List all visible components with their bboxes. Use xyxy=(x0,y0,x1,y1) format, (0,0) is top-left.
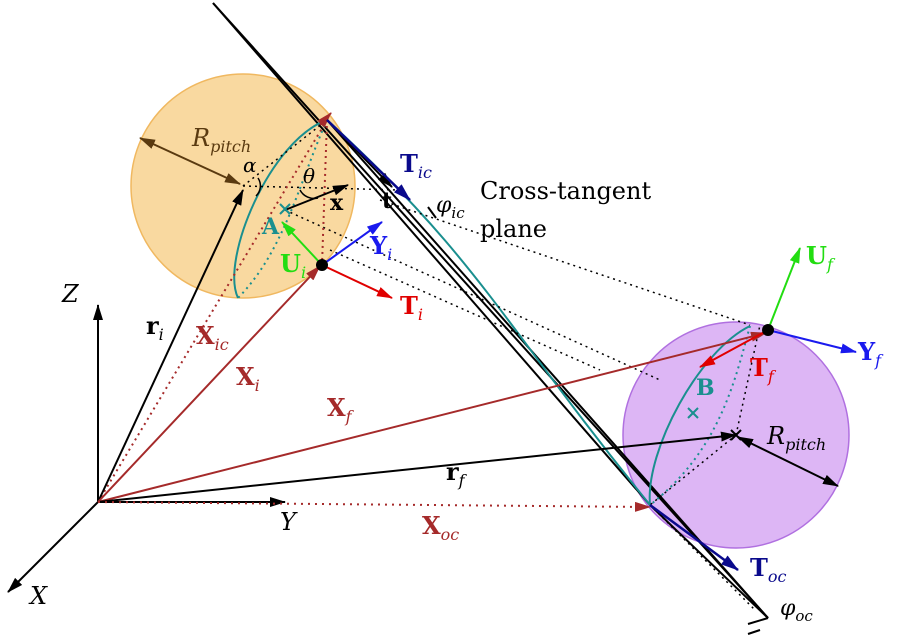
label-alpha: α xyxy=(243,153,257,177)
vector-X-i xyxy=(97,265,321,503)
vector-r-i xyxy=(97,189,244,503)
theta-arc xyxy=(299,189,319,200)
dotted-line-8 xyxy=(649,504,756,611)
vector-Y-i xyxy=(321,221,383,266)
x-axis xyxy=(7,501,99,593)
label-r-f: rf xyxy=(446,457,468,490)
dotted-line-7 xyxy=(735,324,761,436)
marker-B xyxy=(687,407,699,419)
phi-ic-tick xyxy=(427,206,437,219)
label-r-pitch-i: Rpitch xyxy=(191,124,251,156)
label-Y: Y xyxy=(280,508,298,536)
phi-oc-tick-2 xyxy=(747,629,761,635)
vector-T-ic xyxy=(326,119,411,201)
vector-x-small xyxy=(284,184,349,211)
dotted-line-6 xyxy=(649,434,737,506)
label-X-ic: Xic xyxy=(196,321,229,354)
label-B: B xyxy=(696,375,715,401)
tangent-line-2 xyxy=(212,2,769,619)
label-T-ic: Tic xyxy=(400,149,432,182)
label-T-oc: Toc xyxy=(750,553,786,586)
pitch-circle-i-front xyxy=(233,119,328,299)
label-theta: θ xyxy=(303,164,315,188)
center-f xyxy=(730,429,742,441)
dotted-line-4 xyxy=(329,249,601,371)
label-phi-oc: φoc xyxy=(780,596,813,625)
label-t: t xyxy=(382,188,393,214)
label-X-f: Xf xyxy=(327,393,355,426)
dotted-line-3 xyxy=(284,209,661,381)
label-cross-tangent-2: plane xyxy=(480,215,547,243)
r-pitch-f-arrow xyxy=(737,436,839,487)
label-A: A xyxy=(261,214,280,240)
dotted-line-5 xyxy=(379,199,751,326)
label-X-oc: Xoc xyxy=(422,511,459,544)
label-U-i: Ui xyxy=(280,249,306,282)
vector-X-ic-head xyxy=(317,112,332,128)
label-Y-f: Yf xyxy=(857,337,884,370)
vector-U-i xyxy=(281,221,323,266)
label-T-i: Ti xyxy=(400,291,423,324)
dotted-line-dred-2 xyxy=(321,119,328,266)
pitch-circle-f-front xyxy=(648,325,751,506)
label-Y-i: Yi xyxy=(369,231,392,264)
tangent-line-4 xyxy=(649,504,769,619)
vector-T-f xyxy=(699,329,769,368)
label-cross-tangent-1: Cross-tangent xyxy=(480,177,651,205)
tangent-line-3 xyxy=(326,119,769,619)
phi-oc-tick xyxy=(747,617,769,625)
vector-T-oc xyxy=(649,503,739,572)
label-T-f: Tf xyxy=(750,353,777,386)
point-initial xyxy=(316,259,328,271)
label-x: x xyxy=(330,190,344,216)
r-pitch-i-arrow xyxy=(139,137,241,185)
dotted-line-2 xyxy=(242,185,401,191)
vector-X-oc xyxy=(97,501,651,512)
label-r-pitch-f: Rpitch xyxy=(766,422,826,454)
marker-A xyxy=(279,203,291,215)
label-r-i: ri xyxy=(146,311,164,344)
label-phi-ic: φic xyxy=(436,193,465,222)
label-X: X xyxy=(28,582,48,610)
pitch-circle-i-back xyxy=(237,119,328,299)
label-U-f: Uf xyxy=(806,241,836,274)
label-Z: Z xyxy=(61,280,80,308)
tangent-line-1 xyxy=(212,2,651,506)
vector-U-f xyxy=(767,247,801,331)
dotted-line-red-ic xyxy=(97,119,328,503)
point-final xyxy=(762,324,774,336)
vector-X-f xyxy=(97,331,767,503)
vector-T-i xyxy=(321,264,393,299)
vector-r-f xyxy=(97,431,737,503)
label-X-i: Xi xyxy=(236,362,260,395)
vector-Y-f xyxy=(767,329,857,354)
alpha-arc xyxy=(255,177,262,197)
